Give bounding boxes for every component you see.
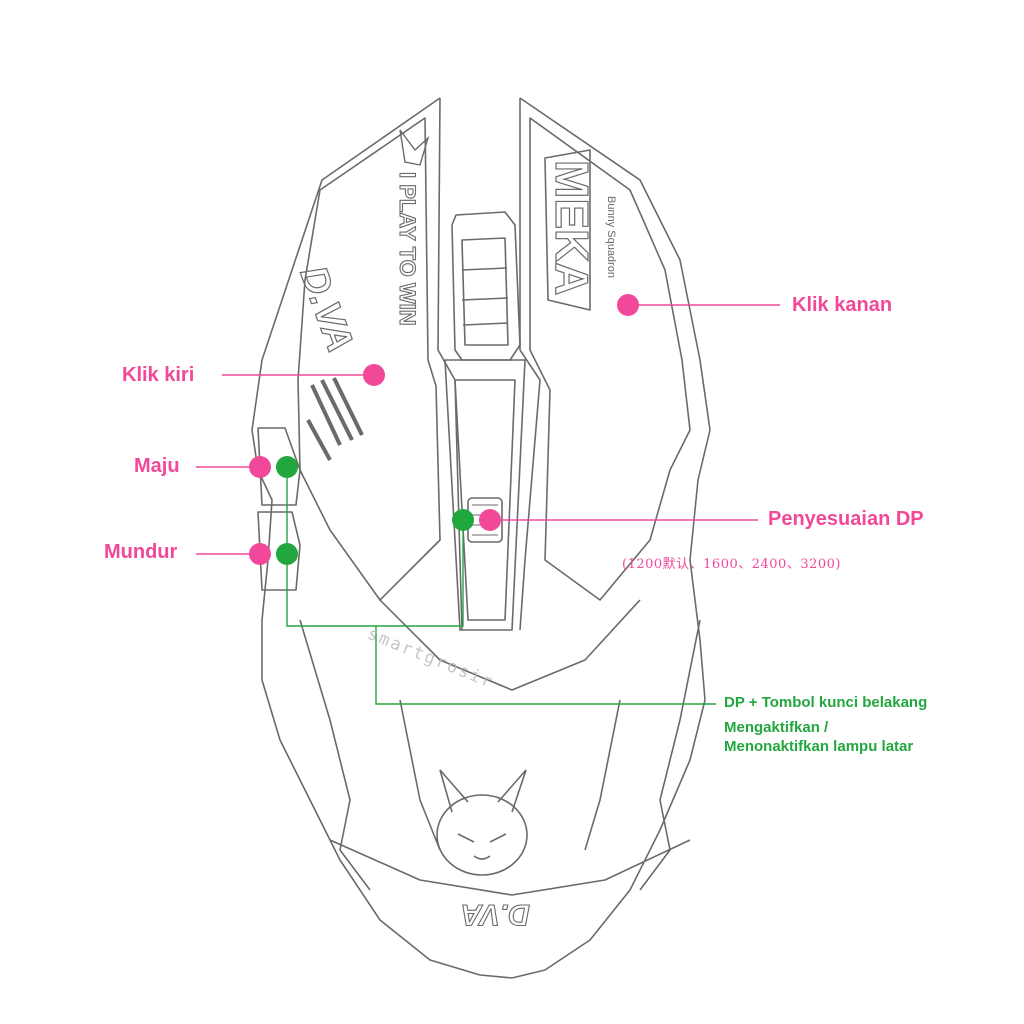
- bunny-icon: [399, 129, 430, 166]
- brand-print: MEKA: [546, 160, 598, 295]
- label-backlight-toggle-2: Menonaktifkan lampu latar: [724, 738, 914, 755]
- logo-print: D.VA: [292, 261, 362, 358]
- label-backlight-toggle-1: Mengaktifkan /: [724, 719, 829, 736]
- bunny-icon: [436, 769, 528, 876]
- logo-print-bottom: D.VA: [461, 898, 530, 931]
- label-back: Mundur: [104, 541, 178, 563]
- label-forward: Maju: [134, 455, 180, 477]
- label-backlight-combo: DP + Tombol kunci belakang: [724, 694, 928, 711]
- back-dot: [249, 543, 271, 565]
- dpi-dot: [479, 509, 501, 531]
- forward-dot: [249, 456, 271, 478]
- forward-combo-dot: [276, 456, 298, 478]
- right-click-dot: [617, 294, 639, 316]
- label-dpi-values: (1200默认、1600、2400、3200): [622, 557, 841, 572]
- label-left-click: Klik kiri: [122, 364, 195, 386]
- brand-sub-print: Bunny Squadron: [605, 196, 617, 278]
- back-combo-dot: [276, 543, 298, 565]
- slogan-print: I PLAY TO WIN: [395, 172, 420, 326]
- left-click-dot: [363, 364, 385, 386]
- dpi-combo-dot: [452, 509, 474, 531]
- label-dpi-adjust: Penyesuaian DP: [768, 508, 924, 530]
- mouse-outline: [251, 97, 711, 979]
- label-right-click: Klik kanan: [792, 294, 893, 316]
